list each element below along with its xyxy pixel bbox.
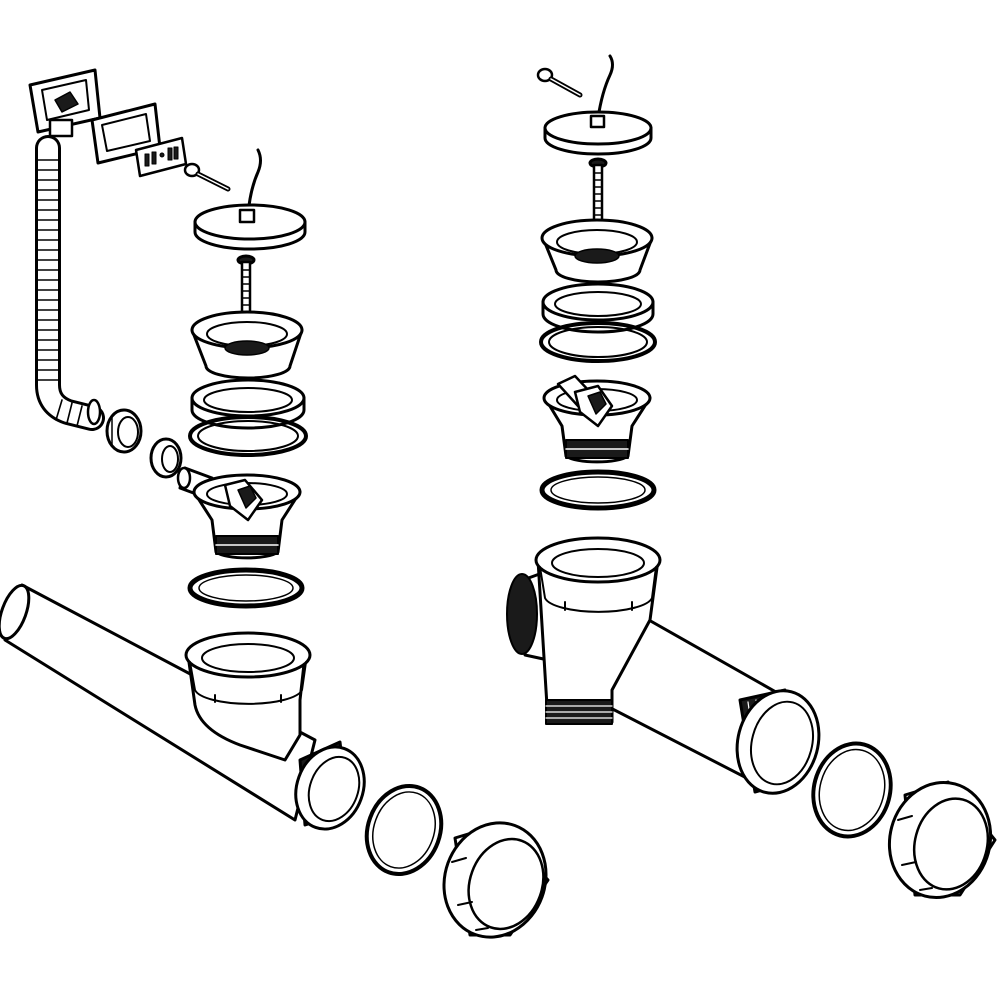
spindle bbox=[588, 157, 608, 232]
strainer-basket bbox=[190, 310, 304, 380]
hose-nut bbox=[149, 437, 183, 479]
flat-gasket bbox=[188, 415, 308, 457]
plug-with-chain bbox=[543, 54, 653, 156]
plug-with-chain bbox=[193, 148, 307, 251]
screw bbox=[183, 162, 231, 192]
lower-gasket bbox=[187, 567, 305, 609]
screw bbox=[536, 67, 583, 98]
tee-outlet-pipe bbox=[506, 536, 821, 795]
overflow-hose bbox=[35, 135, 105, 431]
hose-clamp bbox=[105, 408, 143, 454]
left-assembly bbox=[0, 68, 550, 939]
elbow-connector bbox=[176, 466, 214, 500]
lower-gasket bbox=[539, 469, 657, 511]
clip-strip bbox=[134, 136, 188, 178]
waste-outlet-valve bbox=[192, 473, 302, 560]
union-nut bbox=[442, 821, 550, 939]
union-nut bbox=[887, 780, 997, 899]
flat-gasket bbox=[539, 321, 657, 363]
pipe-seal bbox=[811, 741, 893, 839]
strainer-basket bbox=[540, 218, 654, 284]
waste-outlet-valve bbox=[542, 374, 652, 464]
right-assembly bbox=[506, 54, 997, 899]
overflow-rosette bbox=[28, 68, 102, 138]
tee-outlet-pipe bbox=[0, 583, 366, 831]
pipe-seal bbox=[364, 783, 444, 877]
